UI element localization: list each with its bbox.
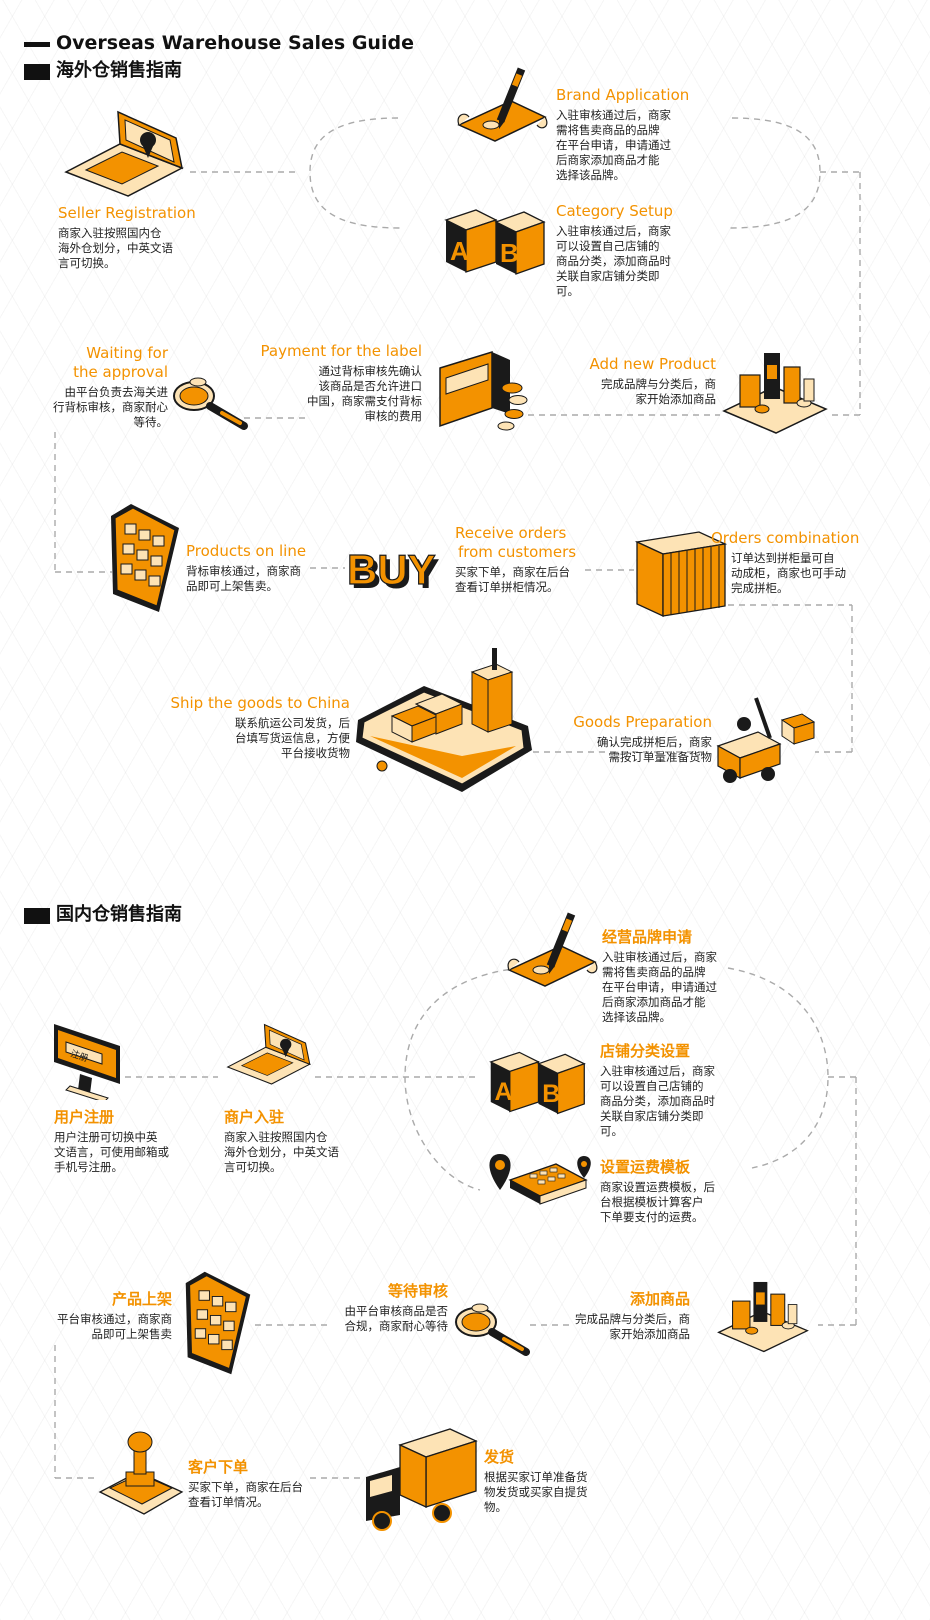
step-desc: 入驻审核通过后，商家需将售卖商品的品牌在平台申请，申请通过后商家添加商品才能选择…	[602, 950, 717, 1024]
block-letter-b: B	[500, 238, 519, 268]
step-waiting-review: 等待审核 由平台审核商品是否合规，商家耐心等待	[320, 1282, 449, 1334]
step-desc: 买家下单，商家在后台查看订单拼柜情况。	[455, 565, 570, 594]
section1-title-zh: 海外仓销售指南	[24, 56, 182, 82]
block-letter-b: B	[542, 1081, 560, 1108]
step-desc: 由平台负责去海关进行背标审核，商家耐心等待。	[53, 385, 168, 429]
step-add-product-cn: 添加商品 完成品牌与分类后，商家开始添加商品	[560, 1290, 690, 1342]
step-products-online: Products on line 背标审核通过，商家商品即可上架售卖。	[186, 542, 316, 594]
wallet-icon	[439, 350, 528, 431]
step-ship-goods: Ship the goods to China 联系航运公司发货，后台填写货运信…	[170, 694, 350, 761]
step-desc: 联系航运公司发货，后台填写货运信息，方便平台接收货物	[235, 716, 350, 760]
step-title: 用户注册	[54, 1108, 115, 1126]
magnifier-review-icon	[455, 1303, 530, 1356]
block-letter-a: A	[495, 1079, 513, 1106]
laptop-icon	[64, 110, 184, 197]
step-title: 产品上架	[111, 1290, 172, 1308]
step-title: Ship the goods to China	[170, 694, 350, 712]
monitor-register-icon: 注册	[54, 1024, 120, 1100]
step-orders-combination: Orders combination 订单达到拼柜量可自动成柜，商家也可手动完成…	[711, 529, 871, 596]
step-desc: 通过背标审核先确认该商品是否允许进口中国，商家需支付背标审核的费用	[307, 364, 422, 423]
step-desc: 入驻审核通过后，商家可以设置自己店铺的商品分类，添加商品时关联自家店铺分类即可。	[600, 1064, 715, 1138]
step-category-cn: 店铺分类设置 入驻审核通过后，商家可以设置自己店铺的商品分类，添加商品时关联自家…	[600, 1042, 740, 1139]
calculator-location-icon	[489, 1154, 591, 1205]
ab-blocks-icon: A B	[444, 209, 546, 275]
step-category-setup: Category Setup 入驻审核通过后，商家可以设置自己店铺的商品分类，添…	[556, 202, 696, 299]
step-title: Category Setup	[556, 202, 673, 220]
step-desc: 入驻审核通过后，商家可以设置自己店铺的商品分类，添加商品时关联自家店铺分类即可。	[556, 224, 671, 298]
buy-letters-icon: BUY BUY	[346, 545, 440, 597]
step-title: 客户下单	[188, 1458, 249, 1476]
checklist-tablet-icon	[111, 504, 179, 612]
block-letter-a: A	[450, 236, 469, 266]
step-desc: 平台审核通过，商家商品即可上架售卖	[57, 1312, 172, 1341]
pen-paper-brand-icon	[507, 912, 598, 987]
step-title: 商户入驻	[224, 1108, 285, 1126]
step-seller-registration: Seller Registration 商家入驻按照国内仓海外仓划分，中英文语言…	[58, 204, 208, 271]
step-title: Goods Preparation	[573, 713, 712, 731]
step-customer-order: 客户下单 买家下单，商家在后台查看订单情况。	[188, 1458, 323, 1510]
ab-blocks-category-icon: A B	[489, 1051, 586, 1115]
products-shelf-add-icon	[717, 1281, 809, 1353]
section2-title-zh: 国内仓销售指南	[24, 900, 182, 926]
products-shelf-icon	[722, 353, 828, 434]
step-title: Orders combination	[711, 529, 860, 547]
checklist-tablet-listing-icon	[185, 1271, 251, 1375]
step-title: 等待审核	[387, 1282, 448, 1300]
step-title: 添加商品	[629, 1290, 690, 1308]
step-title: 店铺分类设置	[600, 1042, 691, 1060]
step-desc: 入驻审核通过后，商家需将售卖商品的品牌在平台申请，申请通过后商家添加商品才能选择…	[556, 108, 671, 182]
step-product-listing: 产品上架 平台审核通过，商家商品即可上架售卖	[44, 1290, 172, 1342]
step-desc: 订单达到拼柜量可自动成柜，商家也可手动完成拼柜。	[731, 551, 846, 595]
step-desc: 完成品牌与分类后，商家开始添加商品	[575, 1312, 690, 1341]
step-desc: 商家设置运费模板，后台根据模板计算客户下单要支付的运费。	[600, 1180, 715, 1224]
step-desc: 商家入驻按照国内仓海外仓划分，中英文语言可切换。	[224, 1130, 339, 1174]
pen-paper-icon	[457, 67, 548, 142]
step-title: 经营品牌申请	[602, 928, 693, 946]
step-add-new-product: Add new Product 完成品牌与分类后，商家开始添加商品	[566, 355, 716, 407]
step-brand-application: Brand Application 入驻审核通过后，商家需将售卖商品的品牌在平台…	[556, 86, 696, 183]
step-title: Brand Application	[556, 86, 690, 104]
step-desc: 用户注册可切换中英文语言，可使用邮箱或手机号注册。	[54, 1130, 169, 1174]
magnifier-icon	[173, 377, 248, 430]
step-delivery: 发货 根据买家订单准备货物发货或买家自提货物。	[484, 1448, 614, 1515]
shipping-container-icon	[634, 531, 728, 618]
step-title: Products on line	[186, 542, 307, 560]
stamp-icon	[98, 1431, 184, 1515]
step-desc: 买家下单，商家在后台查看订单情况。	[188, 1480, 303, 1509]
cargo-ship-icon	[356, 648, 532, 792]
step-user-register: 用户注册 用户注册可切换中英文语言，可使用邮箱或手机号注册。	[54, 1108, 189, 1175]
step-goods-preparation: Goods Preparation 确认完成拼柜后，商家需按订单量准备货物	[560, 713, 712, 765]
forklift-icon	[716, 697, 816, 783]
step-title: Add new Product	[589, 355, 716, 373]
delivery-truck-icon	[366, 1428, 478, 1531]
step-brand-apply-cn: 经营品牌申请 入驻审核通过后，商家需将售卖商品的品牌在平台申请，申请通过后商家添…	[602, 928, 742, 1025]
laptop-merchant-icon	[226, 1023, 312, 1085]
step-desc: 确认完成拼柜后，商家需按订单量准备货物	[597, 735, 712, 764]
step-desc: 由平台审核商品是否合规，商家耐心等待	[344, 1304, 449, 1333]
step-desc: 背标审核通过，商家商品即可上架售卖。	[186, 564, 301, 593]
buy-word: BUY	[347, 546, 436, 593]
step-title: 发货	[484, 1448, 515, 1466]
step-desc: 商家入驻按照国内仓海外仓划分，中英文语言可切换。	[58, 226, 173, 270]
step-desc: 根据买家订单准备货物发货或买家自提货物。	[484, 1470, 588, 1514]
step-desc: 完成品牌与分类后，商家开始添加商品	[601, 377, 716, 406]
step-title: Payment for the label	[260, 342, 423, 360]
step-payment-label: Payment for the label 通过背标审核先确认该商品是否允许进口…	[258, 342, 423, 424]
step-title: 设置运费模板	[600, 1158, 691, 1176]
step-shipping-template: 设置运费模板 商家设置运费模板，后台根据模板计算客户下单要支付的运费。	[600, 1158, 740, 1225]
buy-word-shadow: BUY	[351, 550, 440, 597]
section1-title-en: Overseas Warehouse Sales Guide	[24, 32, 414, 54]
step-merchant-join: 商户入驻 商家入驻按照国内仓海外仓划分，中英文语言可切换。	[224, 1108, 359, 1175]
step-title: Seller Registration	[58, 204, 196, 222]
